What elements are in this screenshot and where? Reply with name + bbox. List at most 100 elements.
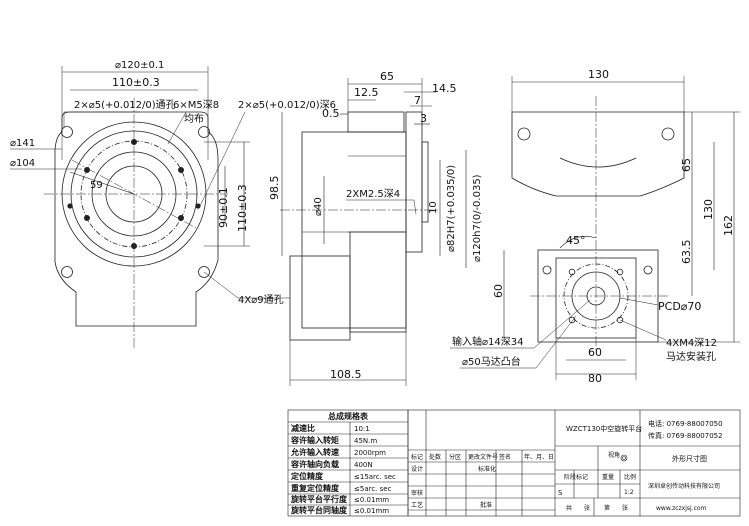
dim-dia-141: ⌀141	[10, 138, 35, 149]
front-housing-outline	[54, 111, 219, 327]
note-4x9-through: 4X⌀9通孔	[238, 294, 284, 306]
m5-hole	[84, 214, 91, 221]
product-name: WZCT130中空旋转平台	[566, 424, 642, 433]
dim-65-side: 65	[380, 70, 394, 83]
side-lower-body	[289, 255, 351, 341]
rev-header: 签名	[499, 453, 511, 461]
design-label: 设计	[411, 465, 423, 473]
spec-label: 旋转平台平行度	[290, 494, 348, 504]
dim-108-5: 108.5	[330, 368, 362, 381]
note-m5-depth8: 6×M5深8	[173, 99, 219, 111]
back-corner-hole	[517, 127, 531, 141]
dim-0-5: 0.5	[322, 107, 340, 120]
motor-hole	[616, 316, 624, 324]
side-body	[301, 131, 407, 329]
dim-60-bottom: 60	[588, 346, 602, 359]
dim-dia-120h7: ⌀120h7(0/-0.035)	[472, 174, 483, 262]
scale-label: 比例	[624, 473, 636, 481]
note-evenly: 均布	[184, 113, 204, 125]
note-hole-through: 2×⌀5(+0.012/0)通孔	[74, 99, 176, 111]
phone-number: 电话: 0769-88007050	[648, 419, 723, 428]
dim-12-5: 12.5	[354, 86, 379, 99]
back-slot	[559, 157, 637, 168]
sheets-total-label: 共	[566, 504, 572, 512]
spec-label: 重复定位精度	[291, 483, 340, 493]
side-view: 65 12.5 14.5 7 0.5 3 98.5 2XM2.5深4 ⌀40 1…	[268, 70, 483, 386]
scale-value: 1:2	[624, 489, 634, 496]
side-flange	[347, 111, 405, 133]
website: www.zczxjsj.com	[656, 505, 707, 512]
note-boss-50: ⌀50马达凸台	[462, 355, 521, 368]
pin-hole	[195, 203, 201, 209]
side-top-plate	[405, 111, 423, 253]
rev-header: 处数	[429, 453, 441, 461]
title-block: 标记 处数 分区 更改文件号 签名 年、月、日 设计 标准化 审核 工艺 批准 …	[407, 409, 741, 517]
angle-45: 45°	[566, 234, 586, 247]
spec-value: 400N	[354, 461, 373, 469]
dim-10: 10	[428, 201, 439, 214]
m5-hole	[177, 166, 184, 173]
sheet-title: 外形尺寸图	[672, 454, 707, 463]
note-motor-install: 马达安装孔	[666, 350, 716, 363]
motor-hole	[616, 268, 624, 276]
back-upper-housing	[511, 111, 685, 197]
back-side-hole	[542, 265, 552, 275]
pin-hole	[67, 203, 73, 209]
corner-hole	[198, 266, 210, 278]
sheet-no-label: 第	[604, 504, 610, 512]
sheet-label-2: 张	[622, 504, 628, 512]
projection-symbol	[620, 454, 628, 462]
spec-value: 2000rpm	[354, 449, 386, 457]
back-view: 130 65 130 162 63.5 45° 60 PCD⌀70 输入轴⌀14…	[450, 68, 740, 385]
dim-80: 80	[588, 372, 602, 385]
dim-dia-82: ⌀82H7(+0.035/0)	[446, 165, 457, 252]
rev-header: 年、月、日	[524, 453, 554, 461]
approve-label: 批准	[480, 501, 492, 509]
spec-label: 旋转平台同轴度	[290, 505, 348, 515]
weight-label: 重量	[602, 473, 614, 481]
spec-table-title: 总成规格表	[328, 411, 369, 421]
stage-mark-label: 阶段标记	[564, 473, 588, 481]
view-label: 视角	[608, 451, 620, 459]
dim-60-left: 60	[492, 284, 505, 298]
front-view: ⌀120±0.1 110±0.3 2×⌀5(+0.012/0)通孔 6×M5深8…	[10, 60, 336, 350]
dim-14-5: 14.5	[432, 82, 457, 95]
note-input-shaft: 输入轴⌀14深34	[452, 335, 523, 348]
stage-value: S	[558, 489, 563, 497]
dim-130-vertical: 130	[702, 199, 715, 220]
spec-label: 容许轴向负载	[290, 459, 339, 469]
dim-110: 110±0.3	[112, 76, 160, 89]
spec-value: ≤0.01mm	[354, 496, 389, 504]
spec-label: 定位精度	[290, 471, 324, 481]
back-corner-hole	[661, 127, 675, 141]
spec-value: 45N.m	[354, 437, 377, 445]
spec-value: ≤0.01mm	[354, 507, 389, 515]
fax-number: 传真: 0769-88007052	[648, 431, 723, 440]
dim-7: 7	[414, 94, 421, 107]
spec-table: 总成规格表 减速比 10:1 容许输入转矩 45N.m 允许输入转速 2000r…	[287, 409, 409, 517]
rev-header: 更改文件号	[468, 453, 498, 461]
side-output-ring	[421, 141, 429, 223]
spec-value: 10:1	[354, 425, 370, 433]
dim-162: 162	[722, 215, 735, 236]
standard-label: 标准化	[478, 465, 496, 473]
spec-value: ≤15arc. sec	[354, 473, 396, 481]
leader-59	[69, 171, 135, 195]
company-name: 深圳卓创传动科技有限公司	[648, 482, 720, 490]
dim-3: 3	[420, 112, 427, 125]
check-label: 审核	[411, 489, 423, 497]
rev-header: 分区	[449, 453, 461, 461]
note-4xm4: 4XM4深12	[666, 337, 717, 349]
sheet-label: 张	[584, 504, 590, 512]
dim-dia-120: ⌀120±0.1	[115, 60, 164, 71]
m5-hole	[177, 214, 184, 221]
corner-hole	[198, 126, 210, 138]
spec-label: 减速比	[291, 423, 315, 433]
side-motor-adapter	[349, 231, 407, 333]
angle-59: 59	[90, 180, 103, 191]
back-side-hole	[643, 265, 653, 275]
process-label: 工艺	[411, 501, 423, 509]
note-2xm2-5: 2XM2.5深4	[346, 188, 400, 200]
motor-hole	[568, 316, 576, 324]
